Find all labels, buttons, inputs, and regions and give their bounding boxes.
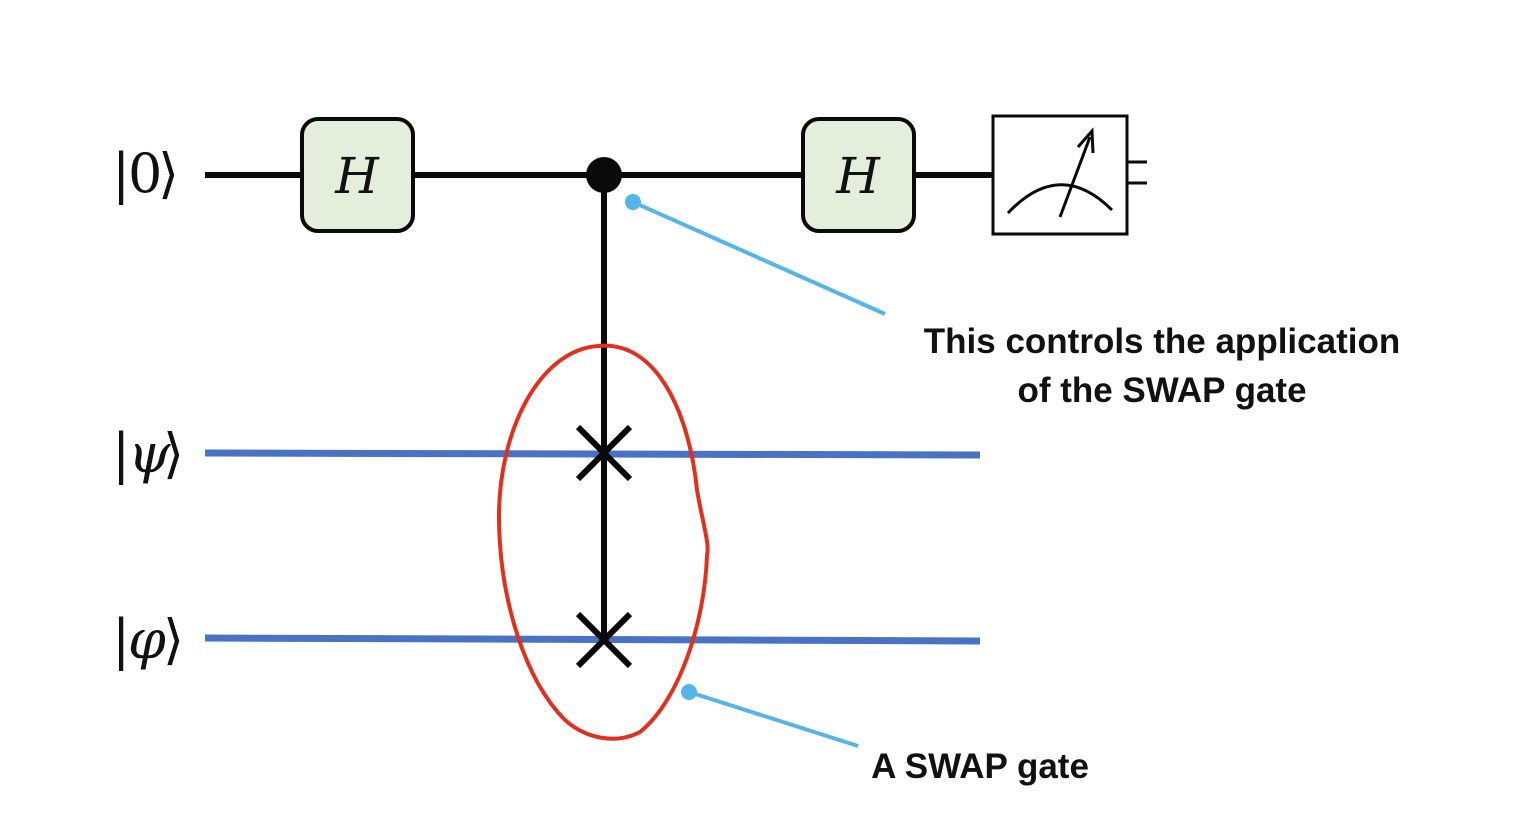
phi-qubit-wire — [204, 634, 981, 645]
swap-annotation: A SWAP gate — [871, 747, 1089, 786]
svg-text:|: | — [112, 422, 130, 485]
qubit-label-psi: | ψ ⟩ — [112, 422, 184, 485]
swap-pointer — [681, 684, 859, 748]
control-pointer — [625, 194, 886, 316]
svg-text:⟩: ⟩ — [158, 142, 179, 205]
qubit-label-0: | 0 ⟩ — [112, 142, 179, 205]
svg-text:φ: φ — [128, 608, 166, 671]
hadamard-gate-2[interactable]: H — [801, 117, 916, 233]
control-annotation-line-1: This controls the application — [924, 322, 1400, 361]
svg-text:H: H — [334, 147, 380, 205]
svg-text:ψ: ψ — [128, 422, 171, 485]
classical-output-wire — [1127, 160, 1147, 185]
svg-text:|: | — [112, 142, 130, 205]
measurement-meter-icon[interactable] — [991, 114, 1129, 236]
control-annotation-line-2: of the SWAP gate — [1017, 371, 1306, 410]
swap-highlight-ellipse — [496, 343, 710, 741]
svg-text:H: H — [835, 147, 881, 205]
psi-qubit-wire — [204, 449, 981, 459]
svg-text:0: 0 — [128, 142, 162, 205]
swap-cross-psi — [575, 424, 633, 482]
qubit-label-phi: | φ ⟩ — [112, 608, 184, 671]
hadamard-gate-1[interactable]: H — [300, 117, 415, 233]
svg-text:|: | — [112, 608, 130, 671]
control-dot — [586, 157, 622, 193]
svg-text:⟩: ⟩ — [163, 422, 184, 485]
swap-cross-phi — [575, 611, 633, 669]
svg-text:⟩: ⟩ — [163, 608, 184, 671]
